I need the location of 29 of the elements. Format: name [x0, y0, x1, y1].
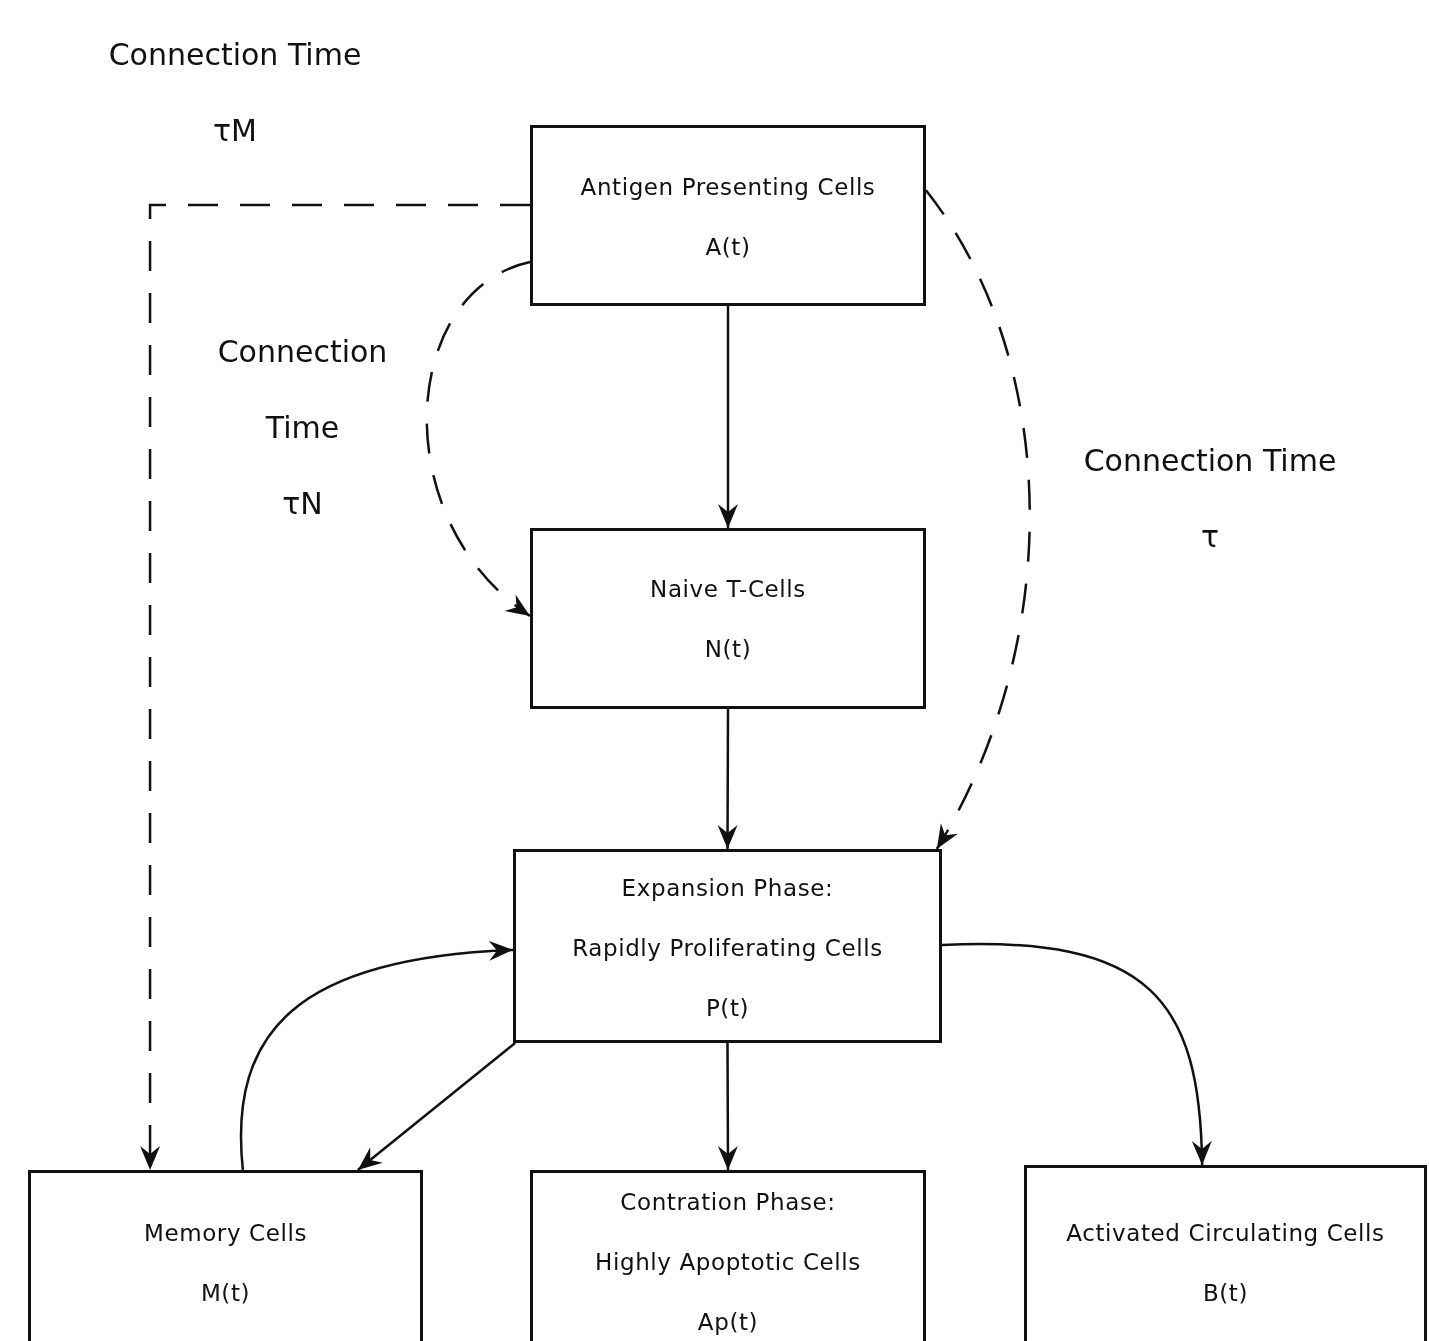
process-box	[28, 1170, 423, 1341]
process-box	[513, 849, 942, 1043]
arrow	[717, 709, 738, 849]
dashed-arrow	[140, 203, 530, 1170]
arrow	[717, 1043, 738, 1170]
node-text: Naive T-Cells	[650, 575, 806, 604]
dashed-arrow	[924, 189, 1031, 850]
node-text: Activated Circulating Cells	[1066, 1219, 1385, 1248]
node-text: A(t)	[705, 233, 751, 262]
node-text: M(t)	[200, 1279, 251, 1308]
node-text: Antigen Presenting Cells	[580, 173, 876, 202]
node-text: Ap(t)	[697, 1308, 759, 1337]
node-text: P(t)	[705, 994, 750, 1023]
node-text: Rapidly Proliferating Cells	[572, 934, 883, 963]
dashed-arrow	[425, 260, 531, 617]
node-text: N(t)	[704, 635, 752, 664]
node-text: Expansion Phase:	[621, 874, 834, 903]
node-text: Contration Phase:	[620, 1188, 836, 1217]
process-box	[530, 528, 926, 709]
process-box	[530, 1170, 926, 1341]
arrow	[718, 306, 738, 528]
node-text: Highly Apoptotic Cells	[595, 1248, 861, 1277]
process-box	[530, 125, 926, 306]
process-box	[1024, 1165, 1427, 1341]
arrow	[357, 1042, 516, 1171]
arrow	[239, 941, 514, 1171]
node-text: Memory Cells	[144, 1219, 307, 1248]
node-text: B(t)	[1202, 1279, 1249, 1308]
arrow	[941, 942, 1212, 1166]
